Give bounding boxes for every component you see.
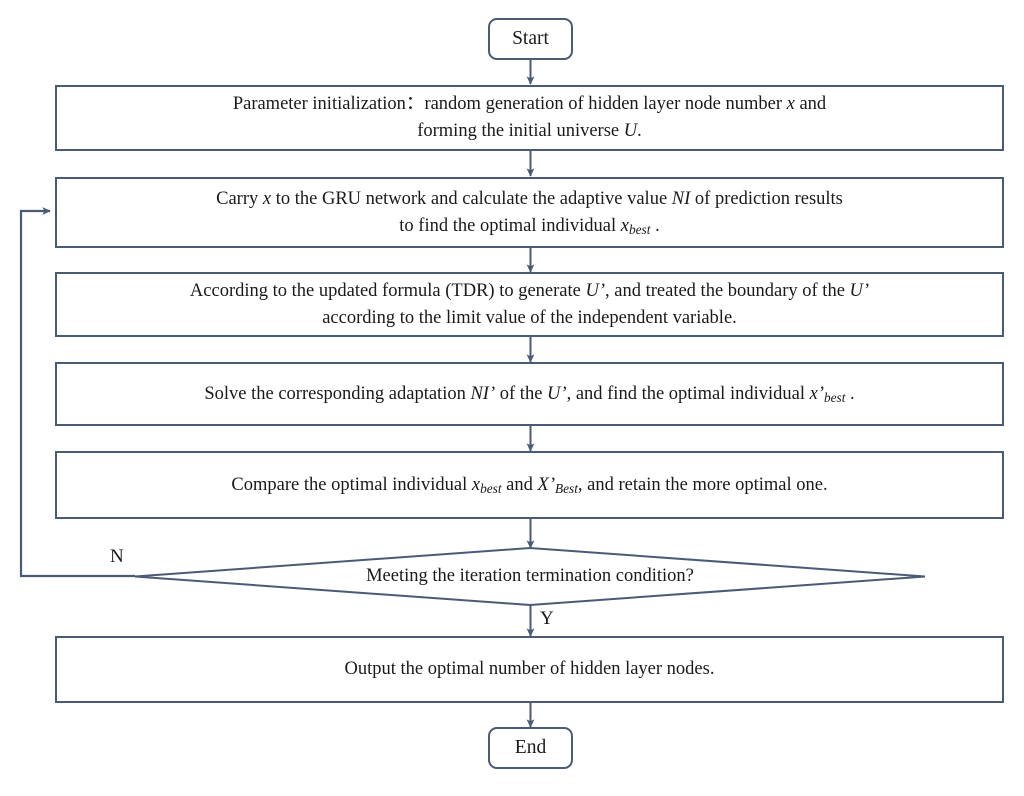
init-line1-var: x (786, 94, 795, 115)
node-start-label: Start (512, 28, 549, 49)
node-parameter-initialization[interactable]: Parameter initialization：random generati… (55, 85, 1004, 151)
node-parameter-initialization-label: Parameter initialization：random generati… (219, 91, 840, 145)
node-output-result[interactable]: Output the optimal number of hidden laye… (55, 636, 1004, 703)
solve-part1: Solve the corresponding adaptation (204, 383, 471, 404)
node-start[interactable]: Start (488, 18, 573, 60)
node-evaluate-fitness[interactable]: Carry x to the GRU network and calculate… (55, 177, 1004, 248)
init-line2-part1: forming the initial universe (417, 121, 624, 141)
node-update-universe[interactable]: According to the updated formula (TDR) t… (55, 272, 1004, 337)
update-line1-part1: According to the updated formula (TDR) t… (189, 280, 586, 301)
eval-line1-var2: NI (671, 188, 691, 209)
solve-sub3: best (823, 390, 846, 406)
compare-sub2: Best (554, 481, 578, 497)
eval-line1-part2: to the GRU network and calculate the ada… (271, 188, 672, 209)
solve-part2: of the (495, 383, 548, 404)
compare-sub1: best (480, 481, 502, 497)
eval-line2-sub: best (628, 222, 651, 238)
init-line1-part1: Parameter initialization： (232, 94, 425, 115)
node-update-universe-label: According to the updated formula (TDR) t… (176, 278, 883, 332)
eval-line2-var: x (620, 215, 629, 236)
solve-var3: x’ (809, 383, 824, 404)
compare-part3: , and retain the more optimal one. (577, 474, 828, 495)
init-line1-part3: and (794, 94, 827, 115)
update-line2-part1: according to the limit value of the inde… (322, 307, 737, 328)
solve-part4: . (845, 383, 855, 404)
eval-line1-part1: Carry (216, 188, 263, 209)
eval-line1-part3: of prediction results (690, 188, 843, 209)
eval-line2-part1: to find the optimal individual (399, 215, 621, 236)
branch-label-yes: Y (540, 608, 554, 629)
update-line1-part2: , and treated the boundary of the (605, 280, 850, 301)
eval-line2-part2: . (650, 215, 660, 236)
init-line1-part2: random generation of hidden layer node n… (424, 94, 787, 115)
node-end[interactable]: End (488, 727, 573, 769)
init-line2-part2: . (637, 121, 642, 141)
compare-var1: x (471, 474, 481, 495)
compare-part1: Compare the optimal individual (231, 474, 472, 495)
compare-var2: X’ (537, 474, 555, 495)
node-output-result-label: Output the optimal number of hidden laye… (344, 659, 715, 680)
compare-part2: and (501, 474, 538, 495)
init-line2-var: U (623, 121, 638, 141)
node-termination-decision-label: Meeting the iteration termination condit… (366, 566, 694, 586)
node-end-label: End (514, 737, 547, 758)
solve-var2: U’ (547, 383, 567, 404)
node-termination-decision[interactable]: Meeting the iteration termination condit… (134, 546, 926, 607)
node-solve-adaptation-label: Solve the corresponding adaptation NI’ o… (190, 381, 868, 408)
decision-diamond-shape (134, 546, 926, 607)
node-evaluate-fitness-label: Carry x to the GRU network and calculate… (202, 186, 857, 240)
node-compare-optimal[interactable]: Compare the optimal individual xbest and… (55, 451, 1004, 519)
update-line1-var2: U’ (849, 280, 870, 301)
node-solve-adaptation[interactable]: Solve the corresponding adaptation NI’ o… (55, 362, 1004, 426)
node-compare-optimal-label: Compare the optimal individual xbest and… (217, 472, 841, 499)
solve-part3: , and find the optimal individual (566, 383, 810, 404)
eval-line1-var1: x (262, 188, 272, 209)
branch-label-no: N (110, 546, 124, 567)
update-line1-var1: U’ (585, 280, 606, 301)
solve-var1: NI’ (470, 383, 496, 404)
